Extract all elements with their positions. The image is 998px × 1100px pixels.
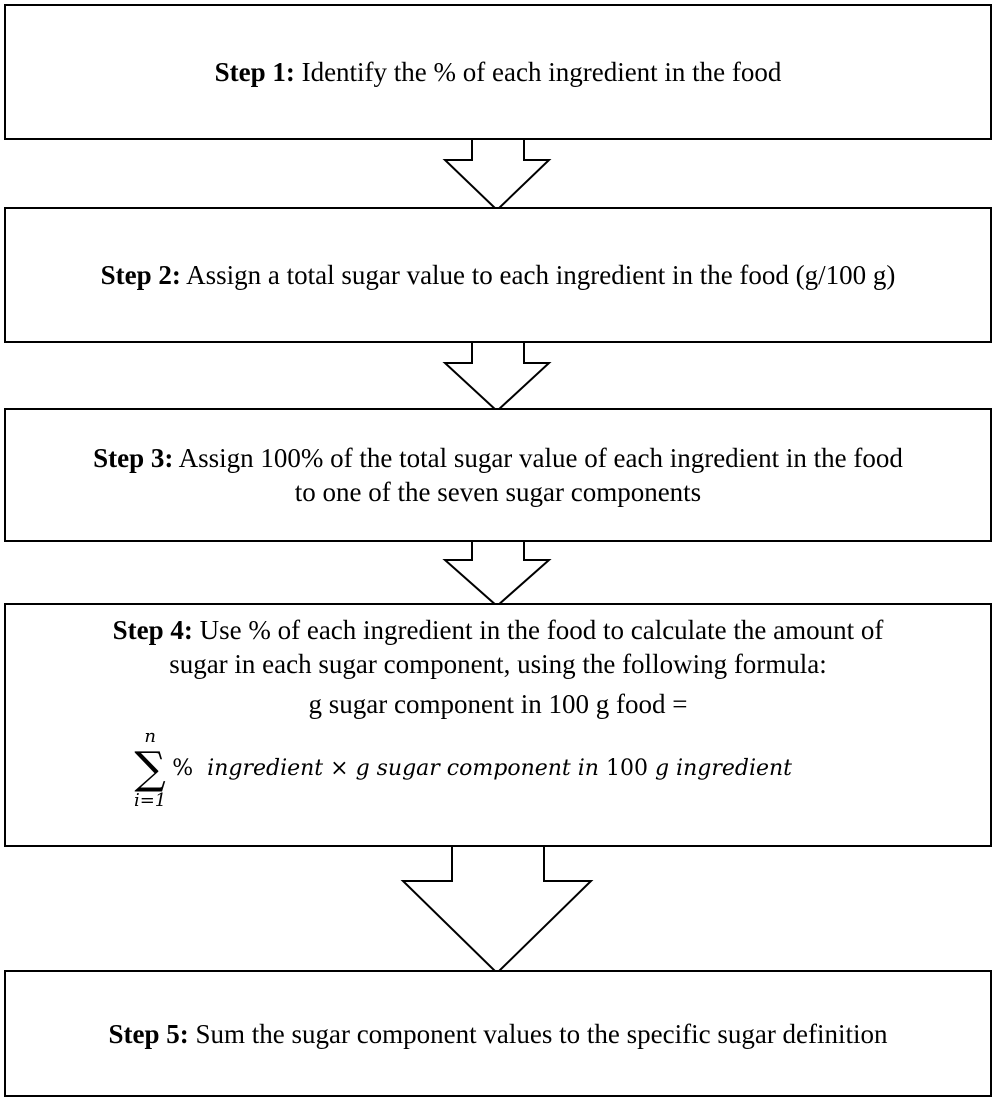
step-1-description: Identify the % of each ingredient in the… [301,57,782,87]
step-3-box: Step 3: Assign 100% of the total sugar v… [4,408,992,542]
step-2-text: Step 2: Assign a total sugar value to ea… [101,258,896,292]
step-5-description: Sum the sugar component values to the sp… [195,1018,888,1049]
formula-term-a: ingredient × g sugar component in [207,756,606,781]
formula-term-b: g ingredient [647,756,793,781]
sigma-symbol: ∑ [134,743,166,794]
step-5-box: Step 5: Sum the sugar component values t… [4,970,992,1097]
step-2-description: Assign a total sugar value to each ingre… [186,260,896,290]
arrow-step3-to-step4 [442,540,552,608]
sigma-lower-limit: i=1 [133,790,167,811]
formula-percent: % [172,756,194,781]
step-5-text: Step 5: Sum the sugar component values t… [108,1017,887,1051]
sigma-upper-limit: n [144,726,156,747]
formula-lhs: g sugar component in 100 g food = [308,689,688,719]
step-4-box: Step 4: Use % of each ingredient in the … [4,603,992,847]
arrow-step2-to-step3 [442,341,552,413]
step-3-label: Step 3: [93,443,174,473]
step-3-description-line-1: Assign 100% of the total sugar value of … [178,443,903,473]
step-3-line-2: to one of the seven sugar components [294,477,702,507]
step-5-label: Step 5: [108,1018,189,1049]
step-2-box: Step 2: Assign a total sugar value to ea… [4,207,992,343]
arrow-step4-to-step5 [400,845,594,975]
step-4-line-1: Step 4: Use % of each ingredient in the … [113,613,884,647]
step-4-line-2: sugar in each sugar component, using the… [169,649,827,679]
step-1-box: Step 1: Identify the % of each ingredien… [4,4,992,140]
formula-rhs: n ∑ i=1 % ingredient × g sugar component… [134,727,792,811]
step-1-text: Step 1: Identify the % of each ingredien… [215,55,782,89]
formula-number: 100 [605,756,648,781]
step-4-label: Step 4: [112,615,193,645]
step-4-description-line-1: Use % of each ingredient in the food to … [199,615,884,645]
step-2-label: Step 2: [100,260,181,290]
step-1-label: Step 1: [214,57,295,87]
step-3-line-1: Step 3: Assign 100% of the total sugar v… [93,441,903,475]
arrow-step1-to-step2 [442,138,552,212]
summation: n ∑ i=1 [134,727,166,811]
formula-term: % ingredient × g sugar component in 100 … [172,752,792,786]
